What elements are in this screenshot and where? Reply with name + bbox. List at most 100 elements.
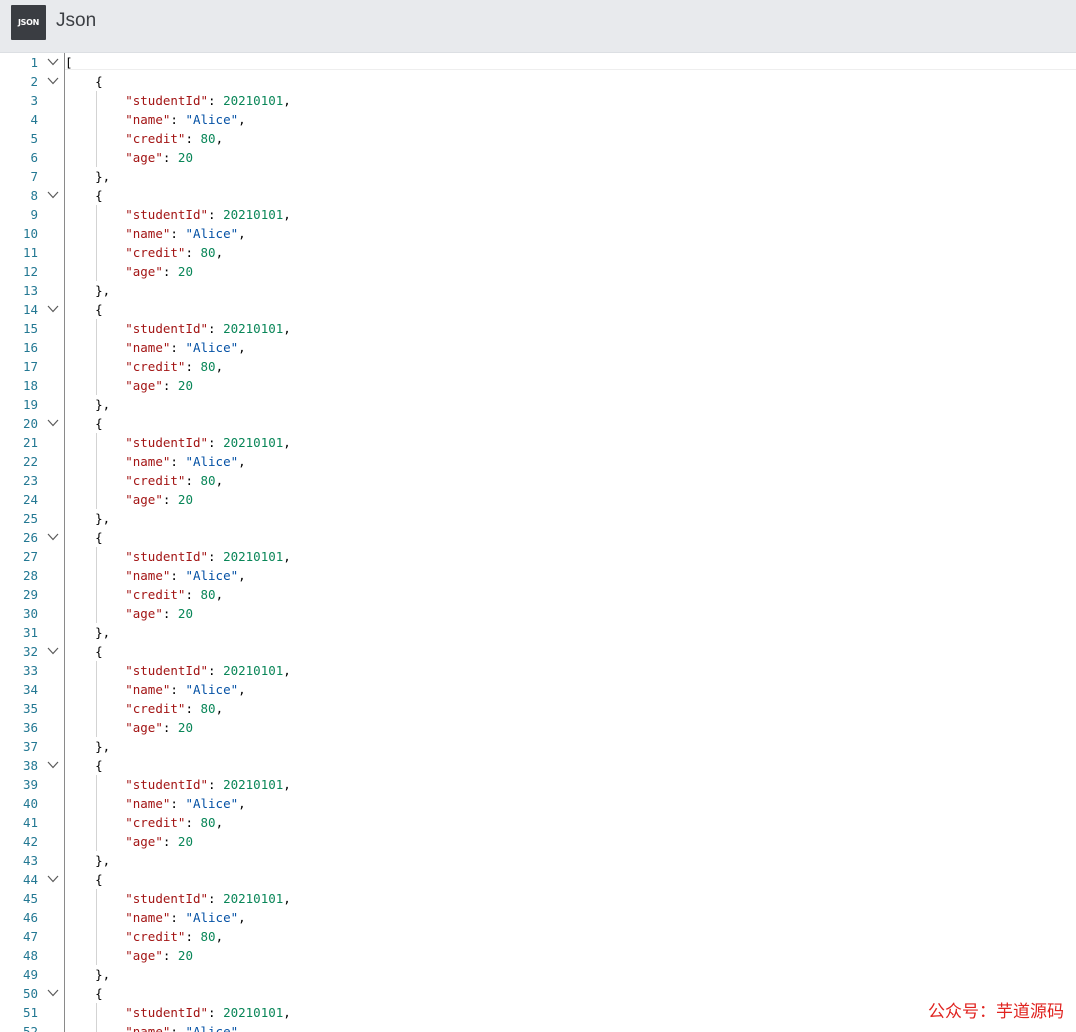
- code-line[interactable]: 3 "studentId": 20210101,: [0, 91, 1076, 110]
- code-line[interactable]: 20 {: [0, 414, 1076, 433]
- code-line[interactable]: 15 "studentId": 20210101,: [0, 319, 1076, 338]
- line-number: 39: [22, 777, 38, 792]
- code-line[interactable]: 18 "age": 20: [0, 376, 1076, 395]
- code-line[interactable]: 45 "studentId": 20210101,: [0, 889, 1076, 908]
- code-line[interactable]: 28 "name": "Alice",: [0, 566, 1076, 585]
- code-line[interactable]: 12 "age": 20: [0, 262, 1076, 281]
- code-line[interactable]: 4 "name": "Alice",: [0, 110, 1076, 129]
- json-string: "Alice": [185, 1024, 239, 1032]
- code-text: "age": 20: [125, 492, 193, 507]
- indent-guide: [96, 680, 97, 699]
- code-line[interactable]: 1[: [0, 53, 1076, 72]
- code-line[interactable]: 8 {: [0, 186, 1076, 205]
- code-text: {: [65, 302, 103, 317]
- code-line[interactable]: 22 "name": "Alice",: [0, 452, 1076, 471]
- code-line[interactable]: 29 "credit": 80,: [0, 585, 1076, 604]
- code-line[interactable]: 47 "credit": 80,: [0, 927, 1076, 946]
- code-line[interactable]: 24 "age": 20: [0, 490, 1076, 509]
- code-line[interactable]: 39 "studentId": 20210101,: [0, 775, 1076, 794]
- indent-guide: [96, 110, 97, 129]
- line-number: 44: [22, 872, 38, 887]
- fold-chevron-down-icon[interactable]: [47, 57, 59, 67]
- code-text: "age": 20: [125, 264, 193, 279]
- code-editor[interactable]: 1[2 {3 "studentId": 20210101,4 "name": "…: [0, 53, 1076, 1032]
- code-line[interactable]: 14 {: [0, 300, 1076, 319]
- code-line[interactable]: 17 "credit": 80,: [0, 357, 1076, 376]
- code-line[interactable]: 9 "studentId": 20210101,: [0, 205, 1076, 224]
- fold-chevron-down-icon[interactable]: [47, 76, 59, 86]
- fold-chevron-down-icon[interactable]: [47, 646, 59, 656]
- code-line[interactable]: 27 "studentId": 20210101,: [0, 547, 1076, 566]
- indent-guide: [96, 91, 97, 110]
- line-number: 10: [22, 226, 38, 241]
- code-line[interactable]: 7 },: [0, 167, 1076, 186]
- line-number: 23: [22, 473, 38, 488]
- code-line[interactable]: 33 "studentId": 20210101,: [0, 661, 1076, 680]
- fold-chevron-down-icon[interactable]: [47, 988, 59, 998]
- code-line[interactable]: 23 "credit": 80,: [0, 471, 1076, 490]
- indent-guide: [96, 604, 97, 623]
- code-line[interactable]: 5 "credit": 80,: [0, 129, 1076, 148]
- code-line[interactable]: 46 "name": "Alice",: [0, 908, 1076, 927]
- json-key: "age": [125, 492, 163, 507]
- line-number: 43: [22, 853, 38, 868]
- code-line[interactable]: 40 "name": "Alice",: [0, 794, 1076, 813]
- code-line[interactable]: 16 "name": "Alice",: [0, 338, 1076, 357]
- line-number: 45: [22, 891, 38, 906]
- json-string: "Alice": [185, 568, 239, 583]
- code-line[interactable]: 13 },: [0, 281, 1076, 300]
- code-line[interactable]: 51 "studentId": 20210101,: [0, 1003, 1076, 1022]
- code-line[interactable]: 49 },: [0, 965, 1076, 984]
- code-line[interactable]: 37 },: [0, 737, 1076, 756]
- code-text: "age": 20: [125, 606, 193, 621]
- fold-chevron-down-icon[interactable]: [47, 874, 59, 884]
- code-line[interactable]: 10 "name": "Alice",: [0, 224, 1076, 243]
- code-line[interactable]: 44 {: [0, 870, 1076, 889]
- code-line[interactable]: 38 {: [0, 756, 1076, 775]
- code-text: "studentId": 20210101,: [125, 549, 291, 564]
- code-line[interactable]: 35 "credit": 80,: [0, 699, 1076, 718]
- code-line[interactable]: 41 "credit": 80,: [0, 813, 1076, 832]
- code-line[interactable]: 31 },: [0, 623, 1076, 642]
- code-text: },: [65, 397, 111, 412]
- code-line[interactable]: 11 "credit": 80,: [0, 243, 1076, 262]
- fold-chevron-down-icon[interactable]: [47, 532, 59, 542]
- line-number: 32: [22, 644, 38, 659]
- json-string: "Alice": [185, 796, 239, 811]
- code-text: },: [65, 625, 111, 640]
- code-text: "name": "Alice",: [125, 682, 246, 697]
- json-number: 20: [177, 492, 193, 507]
- code-line[interactable]: 36 "age": 20: [0, 718, 1076, 737]
- code-line[interactable]: 52 "name": "Alice",: [0, 1022, 1076, 1032]
- code-line[interactable]: 19 },: [0, 395, 1076, 414]
- json-key: "name": [125, 340, 171, 355]
- indent-guide: [96, 243, 97, 262]
- json-number: 80: [200, 587, 216, 602]
- code-line[interactable]: 42 "age": 20: [0, 832, 1076, 851]
- fold-chevron-down-icon[interactable]: [47, 760, 59, 770]
- json-key: "name": [125, 1024, 171, 1032]
- code-line[interactable]: 2 {: [0, 72, 1076, 91]
- code-line[interactable]: 26 {: [0, 528, 1076, 547]
- code-line[interactable]: 34 "name": "Alice",: [0, 680, 1076, 699]
- code-text: },: [65, 169, 111, 184]
- code-text: "name": "Alice",: [125, 568, 246, 583]
- fold-chevron-down-icon[interactable]: [47, 418, 59, 428]
- line-number: 37: [22, 739, 38, 754]
- fold-chevron-down-icon[interactable]: [47, 190, 59, 200]
- fold-chevron-down-icon[interactable]: [47, 304, 59, 314]
- code-line[interactable]: 48 "age": 20: [0, 946, 1076, 965]
- json-key: "name": [125, 682, 171, 697]
- json-key: "studentId": [125, 1005, 209, 1020]
- line-number: 20: [22, 416, 38, 431]
- code-line[interactable]: 25 },: [0, 509, 1076, 528]
- indent-guide: [96, 224, 97, 243]
- code-line[interactable]: 21 "studentId": 20210101,: [0, 433, 1076, 452]
- code-line[interactable]: 32 {: [0, 642, 1076, 661]
- code-line[interactable]: 30 "age": 20: [0, 604, 1076, 623]
- code-line[interactable]: 43 },: [0, 851, 1076, 870]
- code-line[interactable]: 6 "age": 20: [0, 148, 1076, 167]
- code-text: "studentId": 20210101,: [125, 321, 291, 336]
- code-line[interactable]: 50 {: [0, 984, 1076, 1003]
- code-text: "studentId": 20210101,: [125, 93, 291, 108]
